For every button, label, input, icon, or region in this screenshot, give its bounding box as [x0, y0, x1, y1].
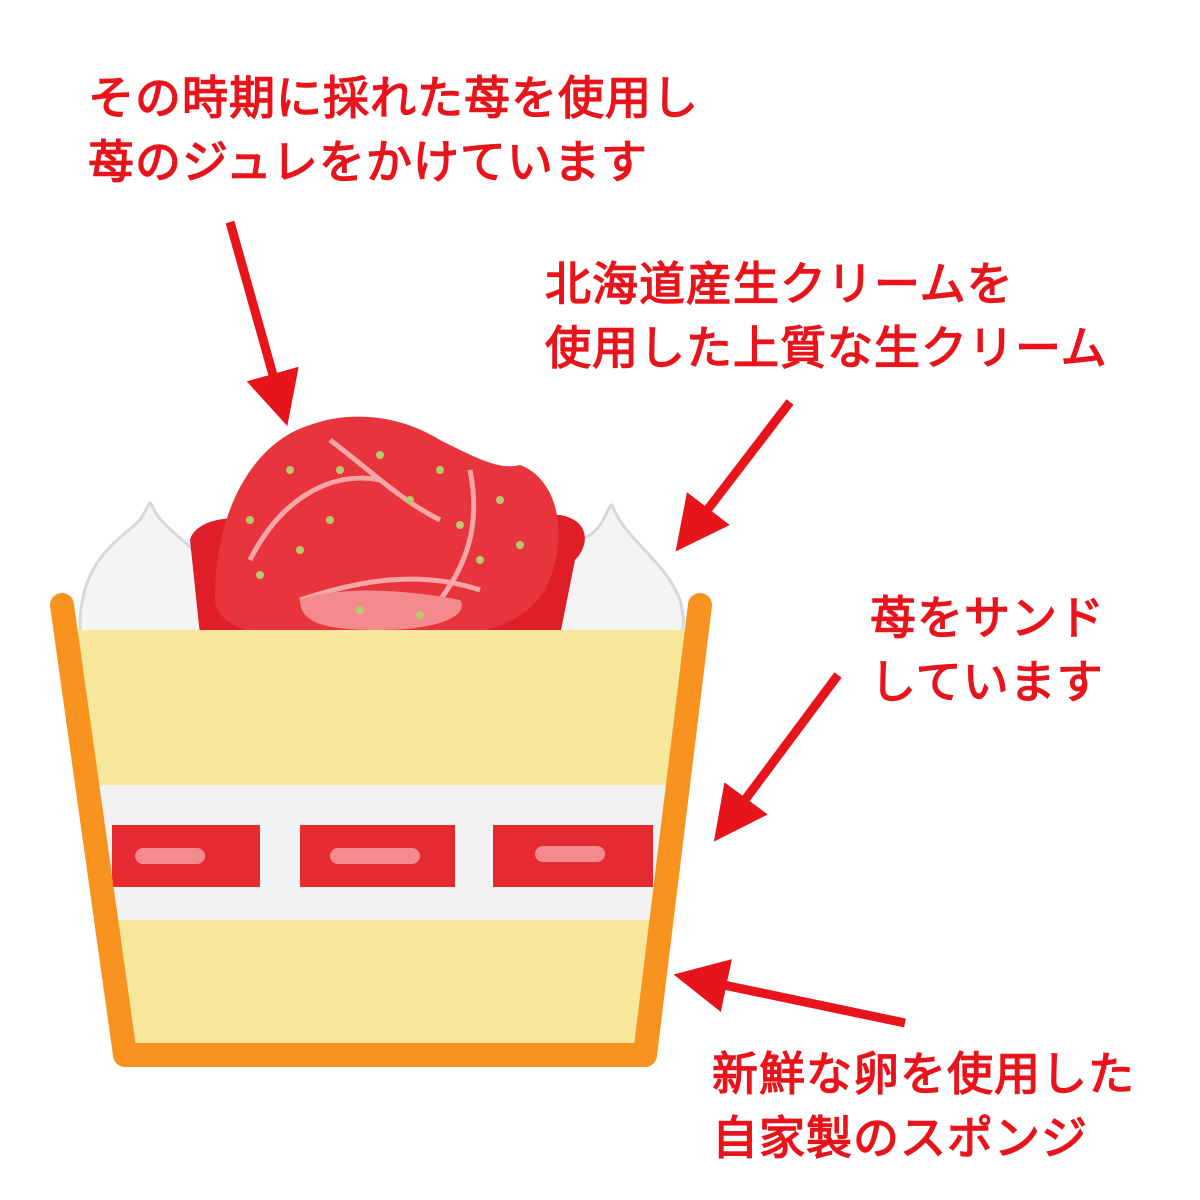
annotation-line: 使用した上質な生クリーム	[545, 321, 1108, 375]
annotation-line: 北海道産生クリームを	[545, 257, 1014, 311]
strawberry-slices	[112, 825, 653, 887]
arrow-cream	[675, 399, 794, 552]
annotation-line: しています	[870, 655, 1104, 709]
annotation-line: 苺のジュレをかけています	[88, 135, 648, 189]
cake-body	[62, 630, 700, 1050]
strawberry-top	[190, 416, 585, 640]
annotation-line: 苺をサンド	[870, 591, 1105, 645]
annotation-sponge: 新鮮な卵を使用した 自家製のスポンジ	[712, 1042, 1135, 1170]
arrow-sponge	[673, 959, 906, 1028]
annotation-cream: 北海道産生クリームを 使用した上質な生クリーム	[545, 252, 1108, 380]
cup-outline	[50, 593, 712, 1067]
annotation-strawberry-top: その時期に採れた苺を使用し 苺のジュレをかけています	[88, 66, 699, 194]
arrow-strawberry	[225, 220, 299, 426]
sponge-top-layer	[62, 630, 700, 785]
annotation-filling: 苺をサンド しています	[870, 586, 1105, 714]
sponge-bottom-layer	[62, 920, 700, 1050]
annotation-line: 新鮮な卵を使用した	[712, 1047, 1135, 1101]
arrow-filling	[713, 672, 842, 842]
annotation-line: 自家製のスポンジ	[712, 1111, 1088, 1165]
annotation-line: その時期に採れた苺を使用し	[88, 71, 699, 125]
